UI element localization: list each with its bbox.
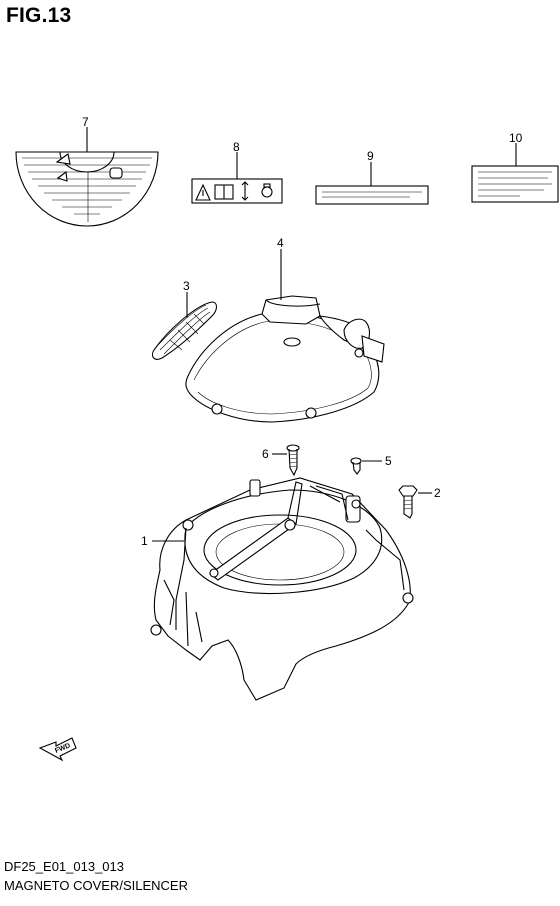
- callout-6: 6: [262, 447, 269, 461]
- silencer-cover-part-4[interactable]: [185, 295, 385, 423]
- figure-code: DF25_E01_013_013: [4, 859, 124, 874]
- screw-part-6[interactable]: [286, 444, 300, 477]
- callout-9: 9: [367, 149, 374, 163]
- label-part-8[interactable]: [191, 178, 283, 204]
- callout-10: 10: [509, 131, 523, 145]
- bolt-part-2[interactable]: [398, 485, 418, 519]
- screw-part-5[interactable]: [350, 457, 362, 475]
- callout-2: 2: [434, 486, 441, 500]
- figure-name: MAGNETO COVER/SILENCER: [4, 878, 188, 893]
- magneto-cover-part-1[interactable]: [150, 477, 414, 701]
- fwd-arrow: FWD: [38, 737, 77, 762]
- callout-5: 5: [385, 454, 392, 468]
- callout-7: 7: [82, 115, 89, 129]
- callout-3: 3: [183, 279, 190, 293]
- callout-8: 8: [233, 140, 240, 154]
- callout-1: 1: [141, 534, 148, 548]
- label-part-7[interactable]: [15, 151, 159, 227]
- callout-4: 4: [277, 236, 284, 250]
- silencer-screen-part-3[interactable]: [151, 301, 218, 360]
- label-part-9[interactable]: [315, 185, 429, 205]
- label-part-10[interactable]: [471, 165, 559, 203]
- figure-title: FIG.13: [6, 4, 72, 27]
